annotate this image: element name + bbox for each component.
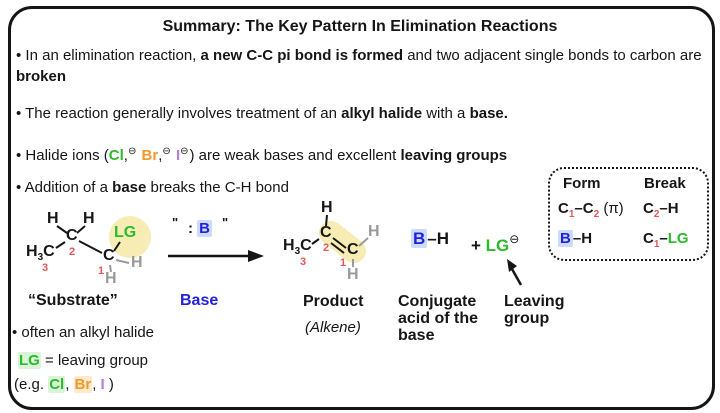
product-c1-number: 1 xyxy=(340,257,347,269)
leaving-group-label: Leaving group xyxy=(504,293,565,327)
product-h-bottom-atom: H xyxy=(347,266,359,283)
product-c3-number: 3 xyxy=(300,256,307,268)
substrate-c1-atom: C xyxy=(103,247,115,264)
substrate-h-topright-atom: H xyxy=(83,210,95,227)
product-c2-number: 2 xyxy=(323,242,330,254)
substrate-h-right-atom: H xyxy=(131,254,143,271)
bullet-pi-bond: • In an elimination reaction, a new C-C … xyxy=(16,47,702,85)
product-h-top-atom: H xyxy=(321,199,333,216)
product-c2-atom: C xyxy=(320,224,332,241)
break-header: Break xyxy=(644,175,686,192)
substrate-c1-number: 1 xyxy=(98,265,105,277)
form-pi-cell: C1–C2 (π) xyxy=(558,200,624,220)
bullet-alkyl-halide: • The reaction generally involves treatm… xyxy=(16,105,508,122)
product-methyl-group: H3C xyxy=(283,237,312,258)
product-c1-atom: C xyxy=(347,241,359,258)
note-lg-examples: (e.g. Cl, Br, I ) xyxy=(14,376,114,393)
form-header: Form xyxy=(563,175,601,192)
conjugate-acid-formula: B–H xyxy=(411,229,450,248)
base-symbol: : B xyxy=(188,220,213,237)
alkene-sublabel: (Alkene) xyxy=(305,319,361,336)
product-h-upright-atom: H xyxy=(368,223,380,240)
card-border xyxy=(8,6,715,410)
substrate-c2-number: 2 xyxy=(69,246,76,258)
form-bh-cell: B–H xyxy=(558,230,593,247)
bullet-halide-ions: • Halide ions (Cl,⊖ Br,⊖ I⊖) are weak ba… xyxy=(16,146,508,164)
note-lg-definition: LG = leaving group xyxy=(18,352,149,369)
note-alkyl-halide: • often an alkyl halide xyxy=(12,324,155,341)
substrate-c3-number: 3 xyxy=(42,262,49,274)
base-quote-left: " xyxy=(172,215,179,230)
conjugate-acid-label: Conjugate acid of the base xyxy=(398,293,479,344)
substrate-methyl-group: H3C xyxy=(26,243,55,264)
bullet-base-ch-bond: • Addition of a base breaks the C-H bond xyxy=(16,179,289,196)
base-label: Base xyxy=(180,292,219,309)
substrate-c2-atom: C xyxy=(66,227,78,244)
form-break-box xyxy=(548,167,709,261)
plus-leaving-group-formula: + LG⊖ xyxy=(471,232,520,255)
substrate-lg-group: LG xyxy=(114,224,137,241)
break-ch-cell: C2–H xyxy=(643,200,679,220)
page-title: Summary: The Key Pattern In Elimination … xyxy=(162,18,558,35)
substrate-h-bottom-atom: H xyxy=(105,270,117,287)
product-label: Product xyxy=(303,293,364,310)
substrate-h-topleft-atom: H xyxy=(47,210,59,227)
base-quote-right: " xyxy=(222,215,229,230)
substrate-label: “Substrate” xyxy=(28,292,118,309)
break-clg-cell: C1–LG xyxy=(643,230,689,250)
